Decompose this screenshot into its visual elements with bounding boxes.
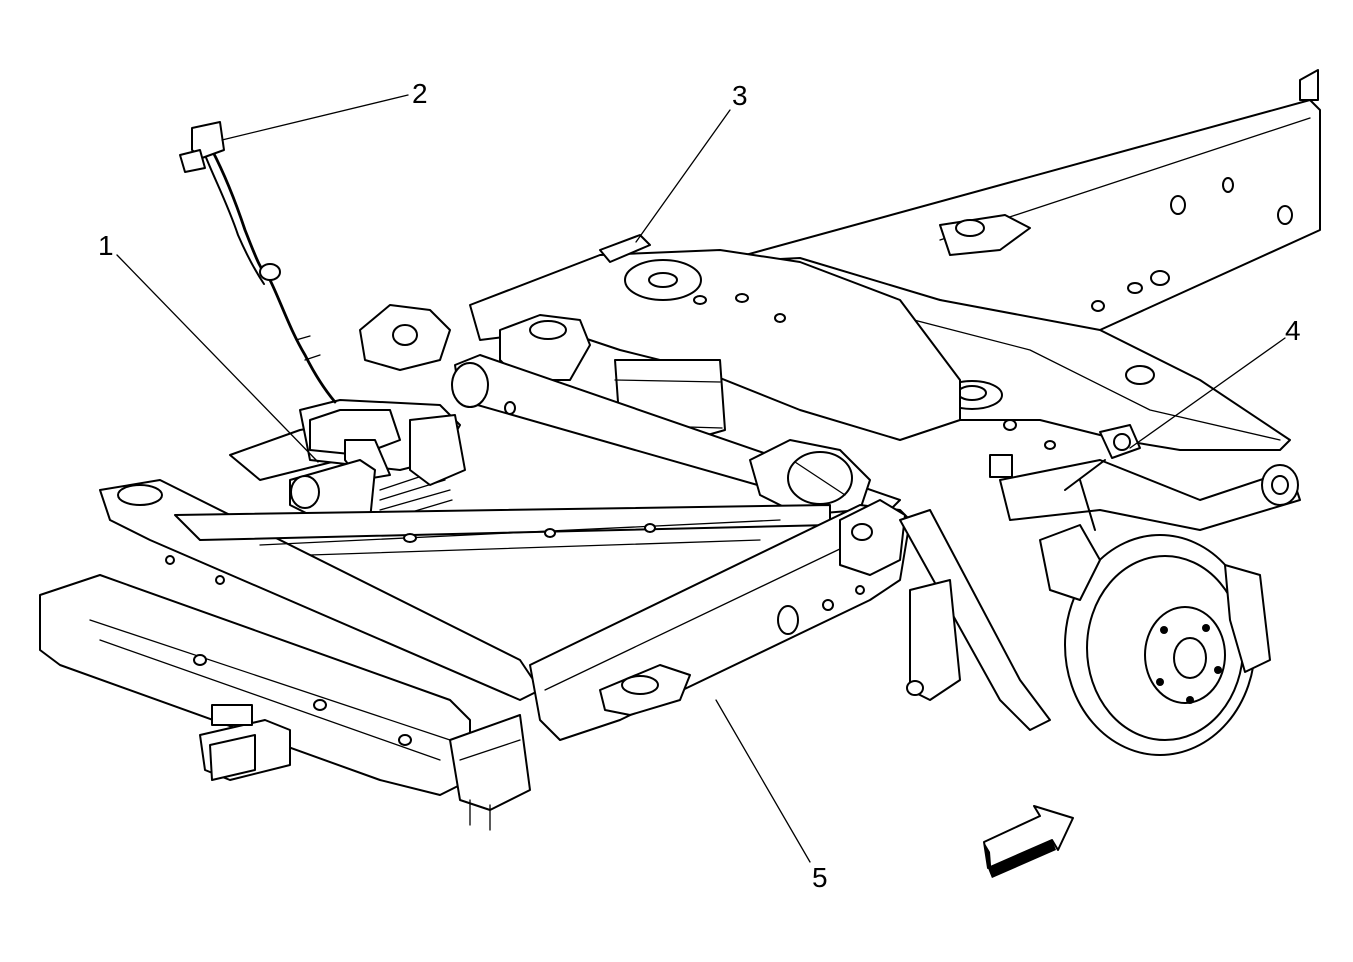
wiring-harness (179, 121, 337, 404)
air-compressor (229, 399, 466, 526)
differential (749, 439, 871, 516)
callout-labels: 1 2 3 4 5 (98, 78, 1301, 893)
rear-frame-crossmember (529, 499, 911, 741)
callout-5: 5 (812, 862, 828, 893)
callout-1: 1 (98, 230, 114, 261)
trailing-arm (899, 459, 1301, 731)
callout-3: 3 (732, 80, 748, 111)
callout-2: 2 (412, 78, 428, 109)
hitch-bar (39, 574, 531, 831)
callout-4: 4 (1285, 315, 1301, 346)
right-frame-rail (719, 69, 1321, 331)
height-sensor (1064, 424, 1141, 531)
brake-rotor (1039, 524, 1271, 756)
leader-lines (116, 94, 1286, 863)
arrow-icon (983, 805, 1074, 878)
